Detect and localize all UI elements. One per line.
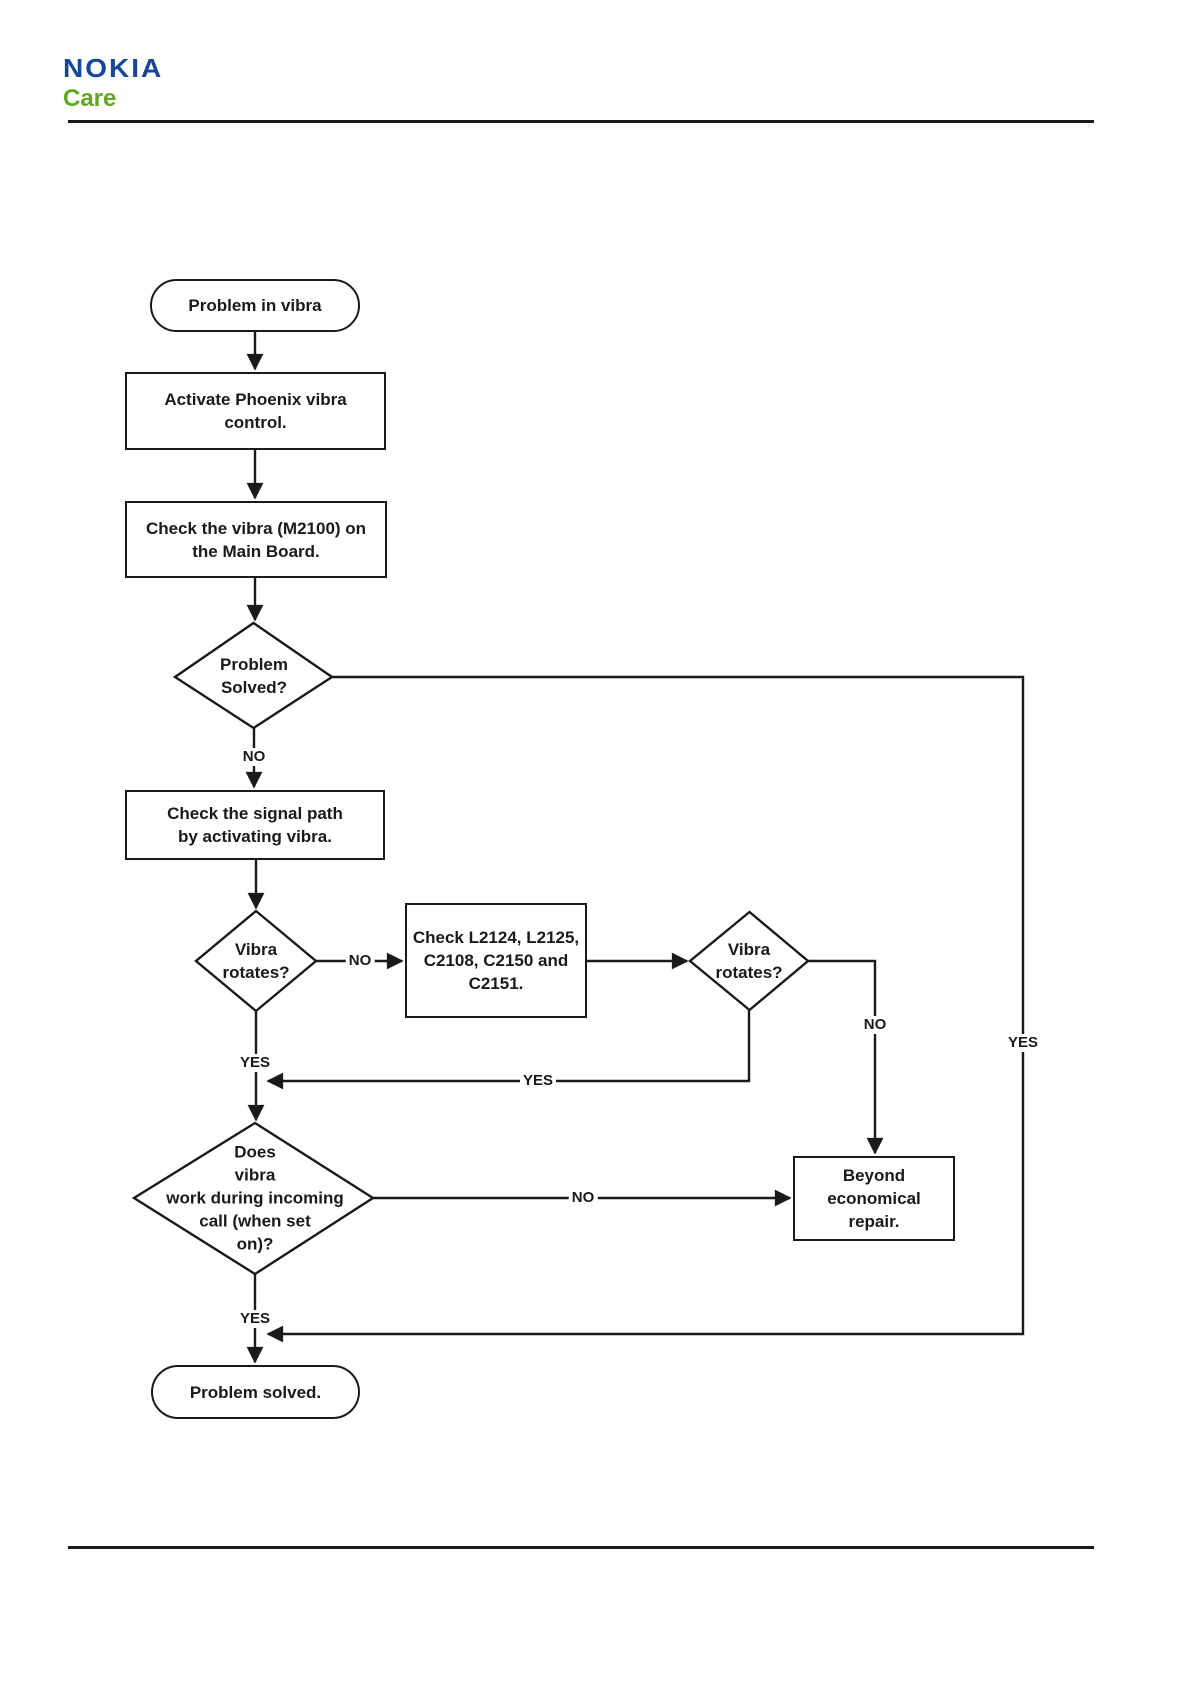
node-check-signal-path: Check the signal path by activating vibr… (125, 790, 385, 860)
decision-vibra-rotates-1-label: Vibra rotates? (222, 940, 290, 982)
decision-problem-solved-label: Problem Solved? (219, 655, 289, 697)
edge-problemsolved-yes-return (266, 675, 1025, 1343)
edge-rotates2-no (808, 959, 884, 1155)
node-check-components: Check L2124, L2125, C2108, C2150 and C21… (405, 903, 587, 1018)
node-start-label: Problem in vibra (188, 296, 322, 315)
node-activate-phoenix-label: Activate Phoenix vibra control. (164, 390, 347, 432)
node-end: Problem solved. (151, 1365, 360, 1419)
decision-vibra-rotates-2 (688, 910, 810, 1012)
header-rule (68, 120, 1094, 123)
node-activate-phoenix: Activate Phoenix vibra control. (125, 372, 386, 450)
nokia-care-logo: NOKIA Care (63, 56, 163, 111)
node-start: Problem in vibra (150, 279, 360, 332)
edge-label-problem-solved-no: NO (239, 748, 269, 766)
node-check-signal-path-label: Check the signal path by activating vibr… (167, 804, 343, 846)
edge-label-problem-solved-yes: YES (1004, 1034, 1042, 1052)
edge-label-vibra-rotates-1-yes: YES (236, 1054, 274, 1072)
decision-vibra-rotates-1 (194, 909, 318, 1013)
decision-incoming-call (131, 1121, 376, 1276)
decision-vibra-rotates-2-label: Vibra rotates? (715, 940, 783, 982)
node-check-vibra: Check the vibra (M2100) on the Main Boar… (125, 501, 387, 578)
node-check-components-label: Check L2124, L2125, C2108, C2150 and C21… (412, 928, 580, 993)
edge-label-vibra-rotates-2-no: NO (860, 1016, 890, 1034)
edge-label-vibra-rotates-1-no: NO (345, 952, 375, 970)
node-check-vibra-label: Check the vibra (M2100) on the Main Boar… (145, 518, 367, 561)
node-end-label: Problem solved. (189, 1382, 322, 1402)
footer-rule (68, 1546, 1094, 1549)
edge-label-incoming-call-no: NO (568, 1189, 598, 1207)
decision-incoming-call-label: Does vibra work during incoming call (wh… (166, 1142, 344, 1254)
edge-label-incoming-call-yes: YES (236, 1310, 274, 1328)
node-beyond-repair-label: Beyond economical repair. (827, 1166, 921, 1231)
node-beyond-repair: Beyond economical repair. (793, 1156, 955, 1241)
edge-rotates2-yes-return (266, 1010, 751, 1090)
nokia-logo-text: NOKIA (63, 54, 164, 83)
decision-problem-solved (172, 621, 335, 730)
edge-label-vibra-rotates-2-yes: YES (519, 1072, 557, 1090)
care-logo-text: Care (63, 85, 117, 112)
